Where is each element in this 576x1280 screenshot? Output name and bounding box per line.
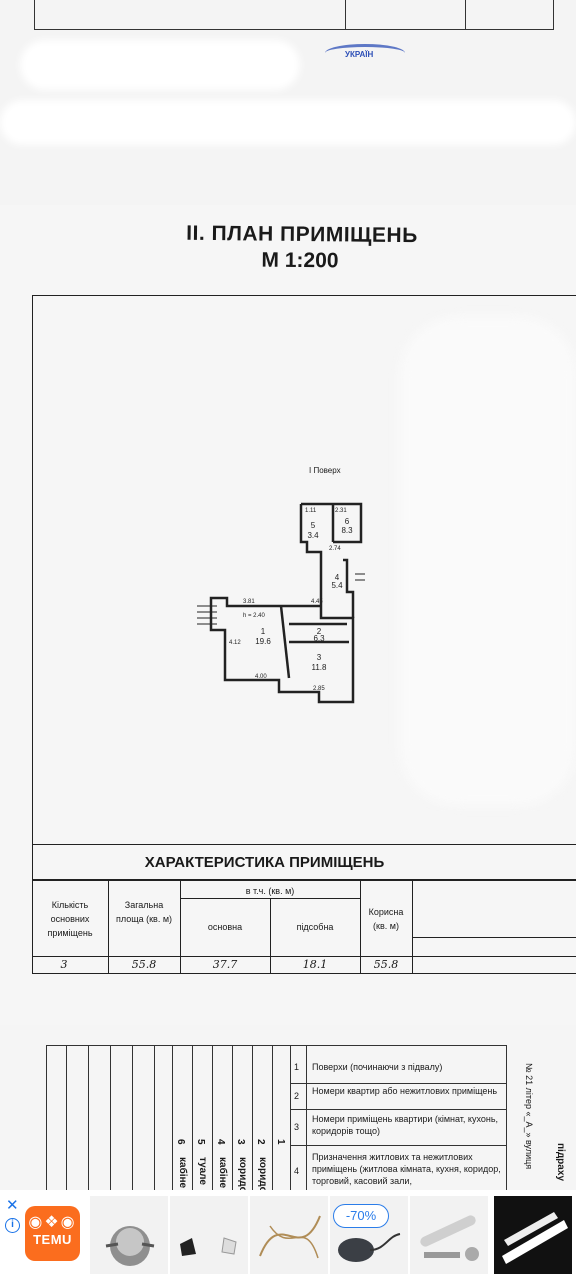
product-thumbnail[interactable] [90,1196,168,1274]
product-thumbnail[interactable] [410,1196,488,1274]
room-area: 19.6 [255,637,271,646]
value-auxiliary: 18.1 [302,958,328,971]
temu-logo[interactable]: ◉❖◉ TEMU [25,1206,80,1261]
close-icon[interactable]: ✕ [6,1197,19,1214]
room-number: 3 [317,653,322,662]
ad-banner[interactable]: ✕ i ◉❖◉ TEMU -70% [0,1190,576,1280]
discount-badge: -70% [333,1204,389,1228]
room-number: 6 [345,517,350,526]
dimension-label: 4.45 [311,599,323,605]
temu-logo-art: ◉❖◉ [28,1214,77,1231]
value-useful: 55.8 [373,958,399,971]
room-number: 1 [275,1139,286,1145]
redaction-blur [20,40,300,90]
brand-name: TEMU [33,1232,72,1247]
previous-page-fragment: УКРАЇН [0,0,576,205]
room-number: 2 [317,627,322,636]
row-purpose: Призначення житлових та нежитлових примі… [312,1152,501,1186]
row-number: 1 [294,1062,300,1072]
product-thumbnail[interactable] [250,1196,328,1274]
plan-frame: І Поверх 2.31 [32,295,576,845]
dimension-label: 4.00 [255,674,267,680]
dimension-label: 2.85 [313,686,325,692]
dimension-label: 2.31 [335,508,347,514]
stamp-icon [325,44,405,62]
room-number: 4 [335,573,340,582]
header-count: Кількість основних приміщень [47,900,93,938]
characteristics-table: Кількість основних приміщень Загальна пл… [32,880,576,985]
room-name: коридо [257,1157,268,1193]
characteristics-title: ХАРАКТЕРИСТИКА ПРИМІЩЕНЬ [32,845,576,880]
room-name: туале [197,1157,208,1185]
value-count: 3 [60,958,68,971]
info-icon[interactable]: i [5,1218,20,1233]
room-area: 6.3 [313,634,325,643]
room-area: 8.3 [341,526,353,535]
room-area: 3.4 [307,531,319,540]
plan-title: II. ПЛАН ПРИМІЩЕНЬ [186,221,418,248]
header-including: в т.ч. (кв. м) [245,886,295,896]
floor-plan-page: II. ПЛАН ПРИМІЩЕНЬ М 1:200 І Поверх [0,205,576,1025]
product-thumbnail[interactable]: -70% [330,1196,408,1274]
room-name: кабіне [177,1157,188,1189]
dimension-label: 4.12 [229,640,241,646]
explication-table: Поверхи (починаючи з підвалу) Номери ква… [46,1045,576,1193]
side-title-text: підраху [555,1143,566,1182]
row-floors: Поверхи (починаючи з підвалу) [312,1062,443,1072]
previous-page-table [34,0,554,30]
floor-plan-drawing: 2.31 1.11 2.74 3.81 4.45 4.00 2.85 4.12 … [197,502,365,704]
room-number: 5 [311,521,316,530]
room-number: 6 [175,1139,186,1145]
value-main: 37.7 [212,958,238,971]
header-useful: Корисна (кв. м) [368,907,404,931]
product-thumbnail[interactable] [170,1196,248,1274]
header-auxiliary: підсобна [296,922,334,932]
header-total-area: Загальна площа (кв. м) [115,900,173,924]
stamp-text: УКРАЇН [345,50,374,59]
room-number: 2 [255,1139,266,1145]
room-number: 3 [235,1139,246,1145]
room-area: 11.8 [312,663,328,672]
redaction-blur [0,100,576,145]
room-number: 1 [261,627,266,636]
room-name: коридо [237,1157,248,1193]
value-total-area: 55.8 [131,958,157,971]
row-number: 2 [294,1091,300,1101]
side-address-text: № 21 літер «_А_» вулиця [524,1063,534,1170]
row-apartment-numbers: Номери квартир або нежитлових приміщень [312,1086,498,1096]
dimension-label: 1.11 [305,508,317,514]
plan-scale: М 1:200 [261,248,339,273]
redaction-blur [399,316,576,806]
row-room-numbers: Номери приміщень квартири (кімнат, кухон… [312,1114,499,1136]
product-thumbnail[interactable] [494,1196,572,1274]
room-number: 4 [215,1139,226,1145]
row-number: 4 [294,1166,300,1176]
room-name: кабіне [217,1157,228,1189]
room-height: h = 2.40 [243,613,266,619]
header-main: основна [207,922,243,932]
next-page-fragment: Поверхи (починаючи з підвалу) Номери ква… [0,1025,576,1193]
row-number: 3 [294,1122,300,1132]
room-area: 5.4 [331,581,343,590]
dimension-label: 2.74 [329,546,341,552]
dimension-label: 3.81 [243,599,255,605]
room-number: 5 [195,1139,206,1145]
floor-label: І Поверх [309,466,341,475]
